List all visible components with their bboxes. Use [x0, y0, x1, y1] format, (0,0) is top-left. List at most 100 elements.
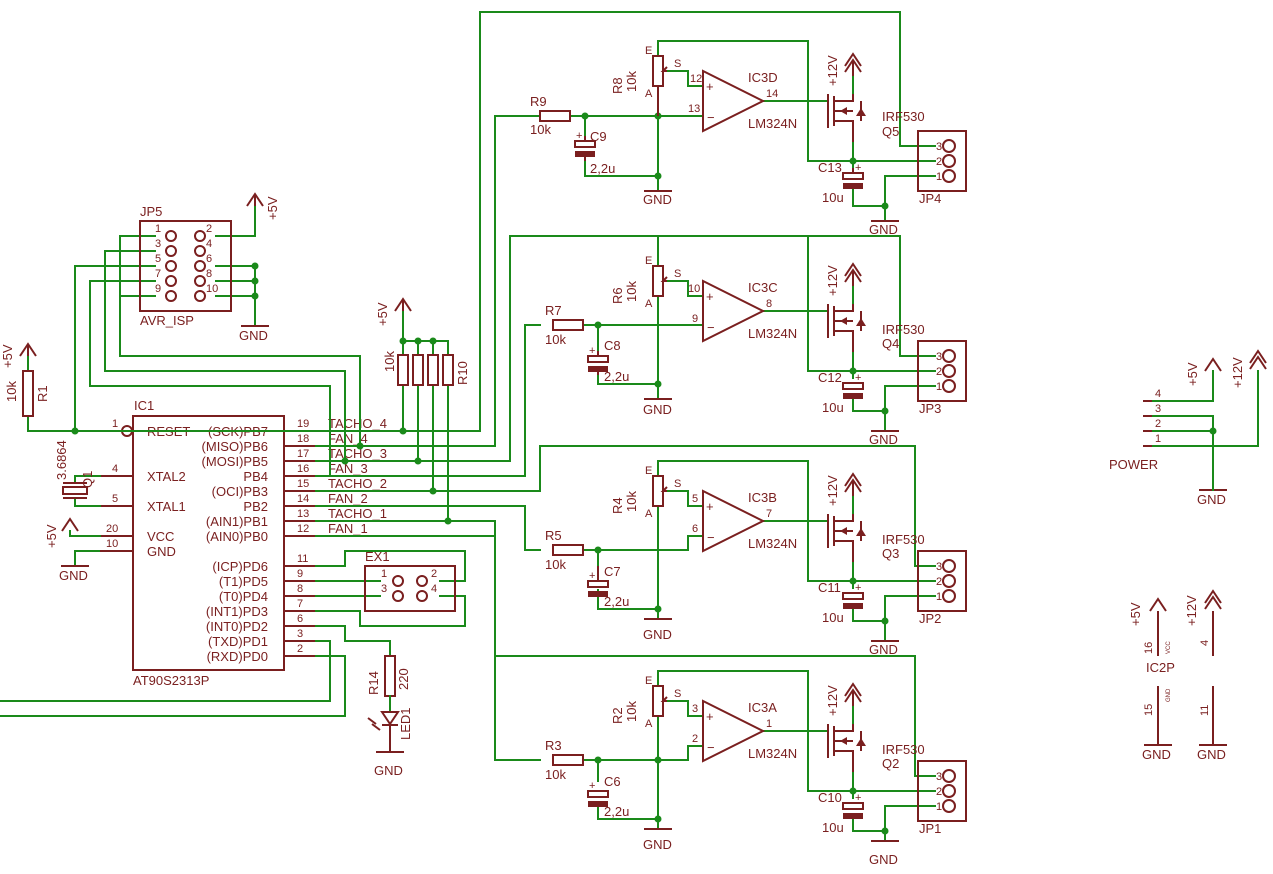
jp5-pin: 8 [206, 268, 212, 280]
q1-crystal: Q1 3.6864 [54, 440, 95, 499]
r14-value: 220 [396, 668, 411, 690]
gnd-label: GND [869, 222, 898, 237]
fan-channel: R3 10k + C6 2,2u E S A R2 10k +− 3 2 1 I… [545, 670, 967, 867]
jp5-pin: 4 [206, 238, 212, 250]
supply-label: +5V [0, 344, 15, 368]
trim-pin: A [645, 298, 653, 310]
pullup-resistors: 10k R10 [382, 351, 470, 386]
trim-name: R2 [610, 707, 625, 724]
conn-pin: 2 [936, 786, 942, 798]
jp5-pin: 9 [155, 283, 161, 295]
net-label: TACHO_3 [328, 446, 387, 461]
jp5-isp-header: JP5 AVR_ISP 1 2 3 4 5 6 7 8 9 10 [139, 204, 232, 328]
opamp-pin: 3 [692, 703, 698, 715]
fan-channel: R9 10k + C9 2,2u E S A R8 10k +− 12 13 1… [519, 40, 967, 237]
trim-value: 10k [624, 71, 639, 92]
ic1-pin-label: (MISO)PB6 [202, 439, 268, 454]
conn-pin: 2 [936, 156, 942, 168]
trim-pin: A [645, 88, 653, 100]
ic1: IC1 AT90S2313P 1 RESET 4 XTAL2 5 XTAL1 2… [100, 398, 316, 688]
jp5-pin: 10 [206, 283, 218, 295]
cap-value: 10u [822, 190, 844, 205]
cap-value: 2,2u [604, 594, 629, 609]
supply-label: +5V [1128, 602, 1143, 626]
ic1-pin-num: 14 [297, 493, 309, 505]
gnd-label: GND [1197, 747, 1226, 762]
jp5-pin: 1 [155, 223, 161, 235]
supply-label: +12V [1184, 595, 1199, 626]
conn-pin: 1 [936, 381, 942, 393]
ic1-name: IC1 [134, 398, 154, 413]
ic1-pin-num: 20 [106, 523, 118, 535]
opamp-pin: 12 [690, 73, 702, 85]
opamp-icon [702, 699, 766, 763]
connector-name: JP3 [919, 401, 941, 416]
ic1-pin-label: (INT0)PD2 [206, 619, 268, 634]
ic1-pin-label: (AIN0)PB0 [206, 529, 268, 544]
power-label: POWER [1109, 457, 1158, 472]
ex1-name: EX1 [365, 549, 390, 564]
supply-label: +5V [375, 302, 390, 326]
supply-label: +12V [825, 475, 840, 506]
gnd-label: GND [869, 432, 898, 447]
ic1-pin-num: 4 [112, 463, 118, 475]
resistor-name: R5 [545, 528, 562, 543]
power-pin: 2 [1155, 418, 1161, 430]
svg-text:+: + [855, 162, 861, 174]
power-pin: 4 [1155, 388, 1161, 400]
gnd-label: GND [869, 642, 898, 657]
cap-value: 2,2u [590, 161, 615, 176]
ic1-pin-label: (OCI)PB3 [212, 484, 268, 499]
ic1-part: AT90S2313P [133, 673, 209, 688]
vcc-arrow-icon [1149, 597, 1167, 612]
r14-name: R14 [366, 671, 381, 695]
ic1-pin-num: 19 [297, 418, 309, 430]
opamp-icon [702, 69, 766, 133]
opamp-pin: 8 [766, 298, 772, 310]
ic1-pin-label: VCC [147, 529, 174, 544]
opamp-name: IC3A [748, 700, 777, 715]
svg-text:−: − [707, 530, 715, 545]
trim-name: R8 [610, 77, 625, 94]
svg-text:+: + [706, 79, 714, 94]
conn-pin: 2 [936, 366, 942, 378]
trim-name: R6 [610, 287, 625, 304]
pullup-name: R10 [455, 361, 470, 385]
opamp-pin: 1 [766, 718, 772, 730]
ic1-pin-num: 16 [297, 463, 309, 475]
trim-pin: S [674, 268, 681, 280]
gnd-label: GND [869, 852, 898, 867]
conn-pin: 2 [936, 576, 942, 588]
net-label: FAN_3 [328, 461, 368, 476]
mosfet-name: Q2 [882, 756, 899, 771]
opamp-icon [702, 489, 766, 553]
conn-pin: 1 [936, 801, 942, 813]
cap-name: C12 [818, 370, 842, 385]
net-label: TACHO_4 [328, 416, 387, 431]
r14-led1: R14 220 LED1 GND [366, 655, 413, 778]
v12-arrow-icon [844, 262, 862, 277]
net-label: FAN_1 [328, 521, 368, 536]
resistor-value: 10k [530, 122, 551, 137]
gnd-label: GND [1197, 492, 1226, 507]
conn-pin: 3 [936, 351, 942, 363]
ic1-pin-label: XTAL1 [147, 499, 186, 514]
svg-text:−: − [707, 740, 715, 755]
cap-value: 2,2u [604, 804, 629, 819]
ic1-pin-num: 9 [297, 568, 303, 580]
ic1-left-pin-labels: 1 RESET 4 XTAL2 5 XTAL1 20 VCC 10 GND [106, 418, 190, 559]
ic2p-pin: 4 [1199, 640, 1211, 646]
opamp-part: LM324N [748, 326, 797, 341]
opamp-pin: 2 [692, 733, 698, 745]
cap-value: 10u [822, 610, 844, 625]
ic1-pin-num: 18 [297, 433, 309, 445]
ex1-header: EX1 1 2 3 4 [364, 549, 456, 612]
ic1-pin-num: 13 [297, 508, 309, 520]
resistor-name: R7 [545, 303, 562, 318]
ic1-pin-num: 12 [297, 523, 309, 535]
opamp-part: LM324N [748, 116, 797, 131]
ic2p-pin: 11 [1199, 705, 1211, 716]
gnd-label: GND [374, 763, 403, 778]
ic1-pin-num: 15 [297, 478, 309, 490]
